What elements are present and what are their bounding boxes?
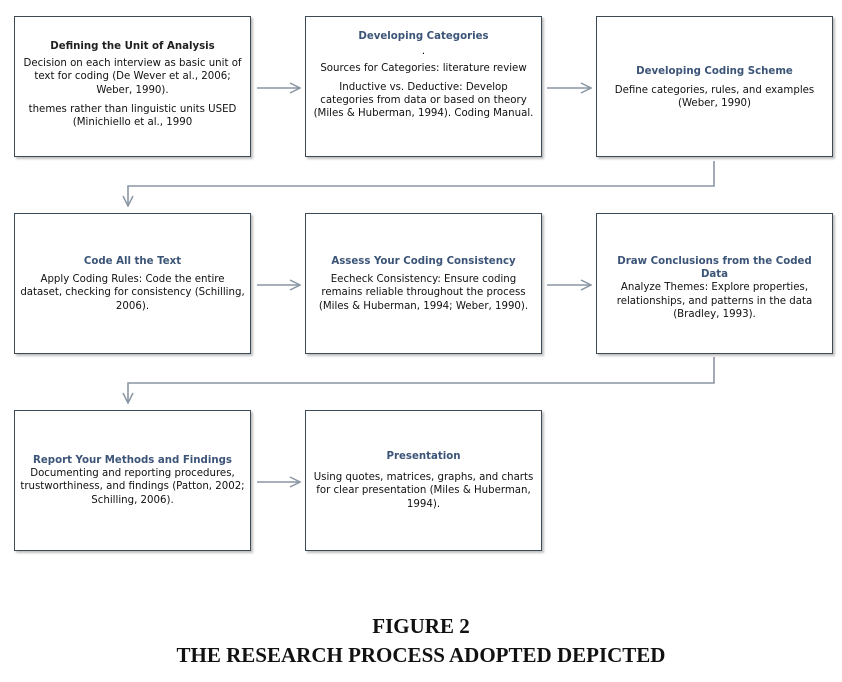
step-title: Draw Conclusions from the Coded Data bbox=[617, 256, 812, 281]
step-text: Decision on each interview as basic unit… bbox=[23, 58, 242, 96]
step-box-draw-conclusions: Draw Conclusions from the Coded Data Ana… bbox=[596, 213, 833, 354]
step-title: Defining the Unit of Analysis bbox=[50, 41, 215, 52]
step-text: themes rather than linguistic units USED… bbox=[28, 103, 237, 129]
step-text: Using quotes, matrices, graphs, and char… bbox=[313, 472, 534, 510]
figure-number: FIGURE 2 bbox=[372, 614, 470, 638]
step-text: Eecheck Consistency: Ensure coding remai… bbox=[318, 274, 529, 312]
step-title: Assess Your Coding Consistency bbox=[331, 256, 516, 267]
step-text: . bbox=[421, 46, 426, 58]
arrow-b3-to-b4 bbox=[128, 161, 715, 206]
step-text: Inductive vs. Deductive: Develop categor… bbox=[313, 81, 534, 120]
step-title: Developing Coding Scheme bbox=[636, 66, 793, 77]
step-box-code-all-text: Code All the Text Apply Coding Rules: Co… bbox=[14, 213, 251, 354]
arrow-b6-to-b7 bbox=[128, 357, 715, 403]
step-text: Sources for Categories: literature revie… bbox=[320, 63, 527, 75]
step-text: Documenting and reporting procedures, tr… bbox=[20, 468, 245, 506]
step-box-report-methods: Report Your Methods and Findings Documen… bbox=[14, 410, 251, 551]
step-text: Apply Coding Rules: Code the entire data… bbox=[20, 274, 245, 312]
step-box-developing-categories: Developing Categories . Sources for Cate… bbox=[305, 16, 542, 157]
step-box-assess-consistency: Assess Your Coding Consistency Eecheck C… bbox=[305, 213, 542, 354]
step-box-coding-scheme: Developing Coding Scheme Define categori… bbox=[596, 16, 833, 157]
step-title: Report Your Methods and Findings bbox=[33, 455, 232, 466]
step-text: Analyze Themes: Explore properties, rela… bbox=[616, 282, 813, 320]
step-box-defining-unit: Defining the Unit of Analysis Decision o… bbox=[14, 16, 251, 157]
step-box-presentation: Presentation Using quotes, matrices, gra… bbox=[305, 410, 542, 551]
figure-title: THE RESEARCH PROCESS ADOPTED DEPICTED bbox=[176, 643, 666, 667]
step-title: Code All the Text bbox=[83, 256, 182, 267]
step-title: Presentation bbox=[386, 451, 461, 462]
step-text: Define categories, rules, and examples (… bbox=[614, 85, 815, 110]
step-title: Developing Categories bbox=[358, 31, 489, 42]
